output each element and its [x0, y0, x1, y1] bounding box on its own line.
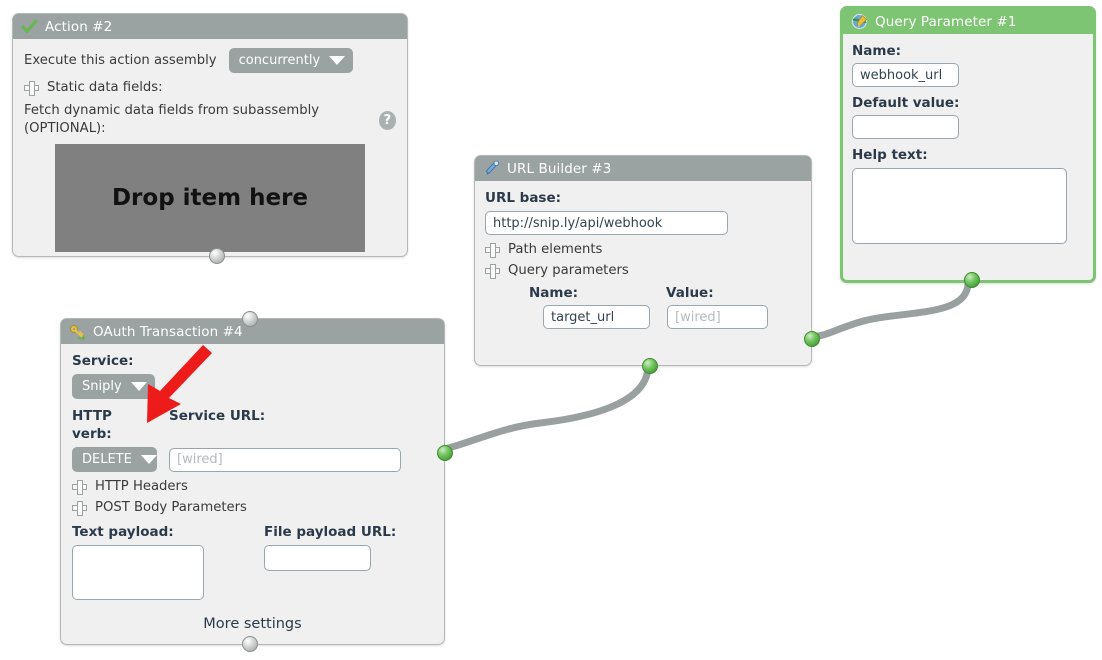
plus-icon[interactable]	[72, 500, 87, 516]
drop-zone[interactable]: Drop item here	[55, 144, 365, 252]
green-check-icon	[21, 18, 38, 35]
panel-query-parameter[interactable]: Query Parameter #1 Name: webhook_url Def…	[840, 6, 1096, 288]
panel-url-builder-header[interactable]: URL Builder #3	[475, 156, 811, 181]
ub-name-label: Name:	[529, 285, 579, 301]
plus-icon[interactable]	[24, 80, 39, 96]
panel-url-builder[interactable]: URL Builder #3 URL base: http://snip.ly/…	[474, 155, 820, 374]
panel-action-bottom-nub[interactable]	[209, 248, 225, 264]
more-settings-link[interactable]: More settings	[203, 616, 302, 632]
query-parameters-row[interactable]: Query parameters	[485, 262, 801, 280]
qp-name-value: webhook_url	[860, 67, 943, 83]
panel-action-title: Action #2	[45, 18, 113, 35]
text-payload-label: Text payload:	[72, 524, 174, 540]
ub-value-placeholder: [wired]	[675, 309, 721, 325]
panel-oauth-transaction[interactable]: OAuth Transaction #4 Service: Sniply HTT…	[60, 311, 453, 652]
file-payload-input[interactable]	[264, 545, 371, 571]
service-label: Service:	[72, 353, 134, 369]
http-headers-row[interactable]: HTTP Headers	[72, 478, 433, 496]
panel-query-parameter-body: Name: webhook_url Default value: Help te…	[843, 34, 1093, 252]
panel-query-parameter-header[interactable]: Query Parameter #1	[843, 9, 1093, 34]
qp-help-text-label: Help text:	[852, 147, 928, 163]
panel-url-builder-right-nub[interactable]	[804, 331, 820, 347]
drop-zone-label: Drop item here	[111, 185, 309, 211]
panel-query-parameter-bottom-nub[interactable]	[964, 272, 980, 288]
text-payload-area[interactable]	[72, 545, 204, 600]
post-body-parameters-row[interactable]: POST Body Parameters	[72, 499, 433, 517]
service-url-placeholder: [wired]	[177, 452, 223, 467]
service-url-label: Service URL:	[169, 408, 266, 424]
service-dropdown[interactable]: Sniply	[72, 374, 155, 399]
globe-pencil-icon	[851, 13, 868, 30]
qp-default-value-label: Default value:	[852, 95, 960, 111]
file-payload-label: File payload URL:	[264, 524, 397, 540]
panel-oauth-right-nub[interactable]	[437, 445, 453, 461]
panel-action[interactable]: Action #2 Execute this action assembly c…	[12, 13, 408, 264]
qp-help-text-area[interactable]	[852, 168, 1067, 244]
chevron-down-icon	[329, 56, 346, 65]
panel-url-builder-body: URL base: http://snip.ly/api/webhook Pat…	[475, 181, 811, 337]
panel-action-body: Execute this action assembly concurrentl…	[13, 39, 407, 261]
http-verb-dropdown[interactable]: DELETE	[72, 447, 157, 472]
panel-oauth-title: OAuth Transaction #4	[93, 323, 243, 340]
plus-icon[interactable]	[485, 242, 500, 258]
chevron-down-icon	[130, 382, 147, 391]
static-data-fields-row[interactable]: Static data fields:	[24, 79, 396, 97]
panel-url-builder-bottom-nub[interactable]	[642, 358, 658, 374]
execute-mode-value: concurrently	[238, 53, 321, 68]
panel-oauth-bottom-nub[interactable]	[242, 636, 258, 652]
panel-url-builder-title: URL Builder #3	[507, 160, 612, 177]
panel-action-header[interactable]: Action #2	[13, 14, 407, 39]
ub-value-input[interactable]: [wired]	[667, 305, 768, 329]
path-elements-row[interactable]: Path elements	[485, 241, 801, 259]
plus-icon[interactable]	[485, 263, 500, 279]
help-icon[interactable]: ?	[378, 110, 396, 130]
post-body-parameters-label: POST Body Parameters	[95, 500, 247, 515]
fetch-dynamic-label: Fetch dynamic data fields from subassemb…	[24, 103, 320, 136]
query-parameters-label: Query parameters	[508, 263, 629, 278]
ub-name-input[interactable]: target_url	[543, 305, 650, 329]
service-value: Sniply	[82, 379, 122, 394]
ub-value-label: Value:	[666, 285, 714, 301]
key-arrow-icon	[69, 323, 86, 341]
ub-name-value: target_url	[551, 309, 615, 325]
service-url-input[interactable]: [wired]	[169, 447, 401, 472]
plus-icon[interactable]	[72, 479, 87, 495]
qp-name-label: Name:	[852, 43, 902, 59]
panel-query-parameter-title: Query Parameter #1	[875, 13, 1017, 30]
panel-oauth-top-nub[interactable]	[242, 311, 258, 327]
static-data-fields-label: Static data fields:	[47, 80, 163, 95]
wrench-icon	[483, 160, 500, 177]
execute-assembly-label: Execute this action assembly	[24, 52, 217, 68]
qp-name-input[interactable]: webhook_url	[852, 63, 959, 87]
execute-mode-dropdown[interactable]: concurrently	[228, 48, 354, 73]
panel-oauth-body: Service: Sniply HTTP verb: Service URL: …	[61, 344, 444, 640]
http-headers-label: HTTP Headers	[95, 479, 188, 494]
url-base-label: URL base:	[485, 190, 562, 206]
path-elements-label: Path elements	[508, 242, 603, 257]
http-verb-label: HTTP verb:	[72, 408, 112, 442]
chevron-down-icon	[140, 455, 157, 464]
url-base-input[interactable]: http://snip.ly/api/webhook	[485, 211, 728, 235]
http-verb-value: DELETE	[82, 452, 132, 467]
url-base-value: http://snip.ly/api/webhook	[493, 215, 663, 231]
qp-default-value-input[interactable]	[852, 115, 959, 139]
